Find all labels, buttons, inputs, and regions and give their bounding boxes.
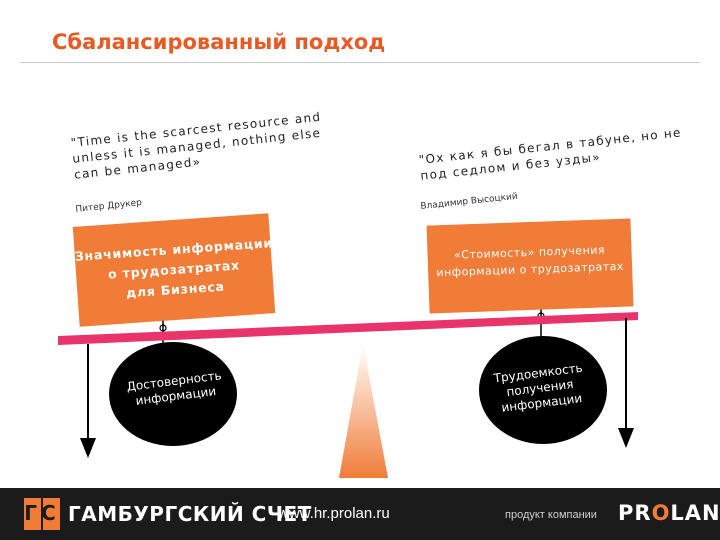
string-left-knot — [159, 324, 167, 332]
footer-bar: ГС ГАМБУРГСКИЙ СЧЕТ www.hr.prolan.ru про… — [0, 488, 720, 540]
panel-left-text: Значимость информации о трудозатратах дл… — [74, 233, 274, 307]
prolan-post: LAN — [670, 501, 720, 525]
site-link[interactable]: www.hr.prolan.ru — [278, 505, 390, 522]
balance-scene — [58, 305, 638, 478]
panel-right-text: «Стоимость» получения информации о трудо… — [427, 240, 632, 281]
brand-logo: ГС — [24, 498, 60, 530]
fulcrum-triangle — [339, 344, 388, 478]
title-divider — [20, 62, 700, 63]
balance-beam — [58, 312, 638, 345]
brand-name: ГАМБУРГСКИЙ СЧЕТ — [68, 502, 312, 526]
weight-ball-right — [479, 336, 607, 444]
panel-right: «Стоимость» получения информации о трудо… — [426, 218, 634, 314]
weight-ball-left — [109, 342, 237, 446]
prolan-logo: PROLAN — [618, 501, 720, 525]
prolan-o: O — [651, 501, 671, 525]
arrow-down-left-icon — [80, 344, 96, 458]
product-caption: продукт компании — [505, 509, 597, 521]
panel-left: Значимость информации о трудозатратах дл… — [72, 213, 276, 327]
page-title: Сбалансированный подход — [52, 30, 386, 54]
arrow-down-right-icon — [618, 318, 634, 448]
logo-letters: ГС — [24, 501, 60, 525]
prolan-pre: PR — [618, 501, 652, 525]
